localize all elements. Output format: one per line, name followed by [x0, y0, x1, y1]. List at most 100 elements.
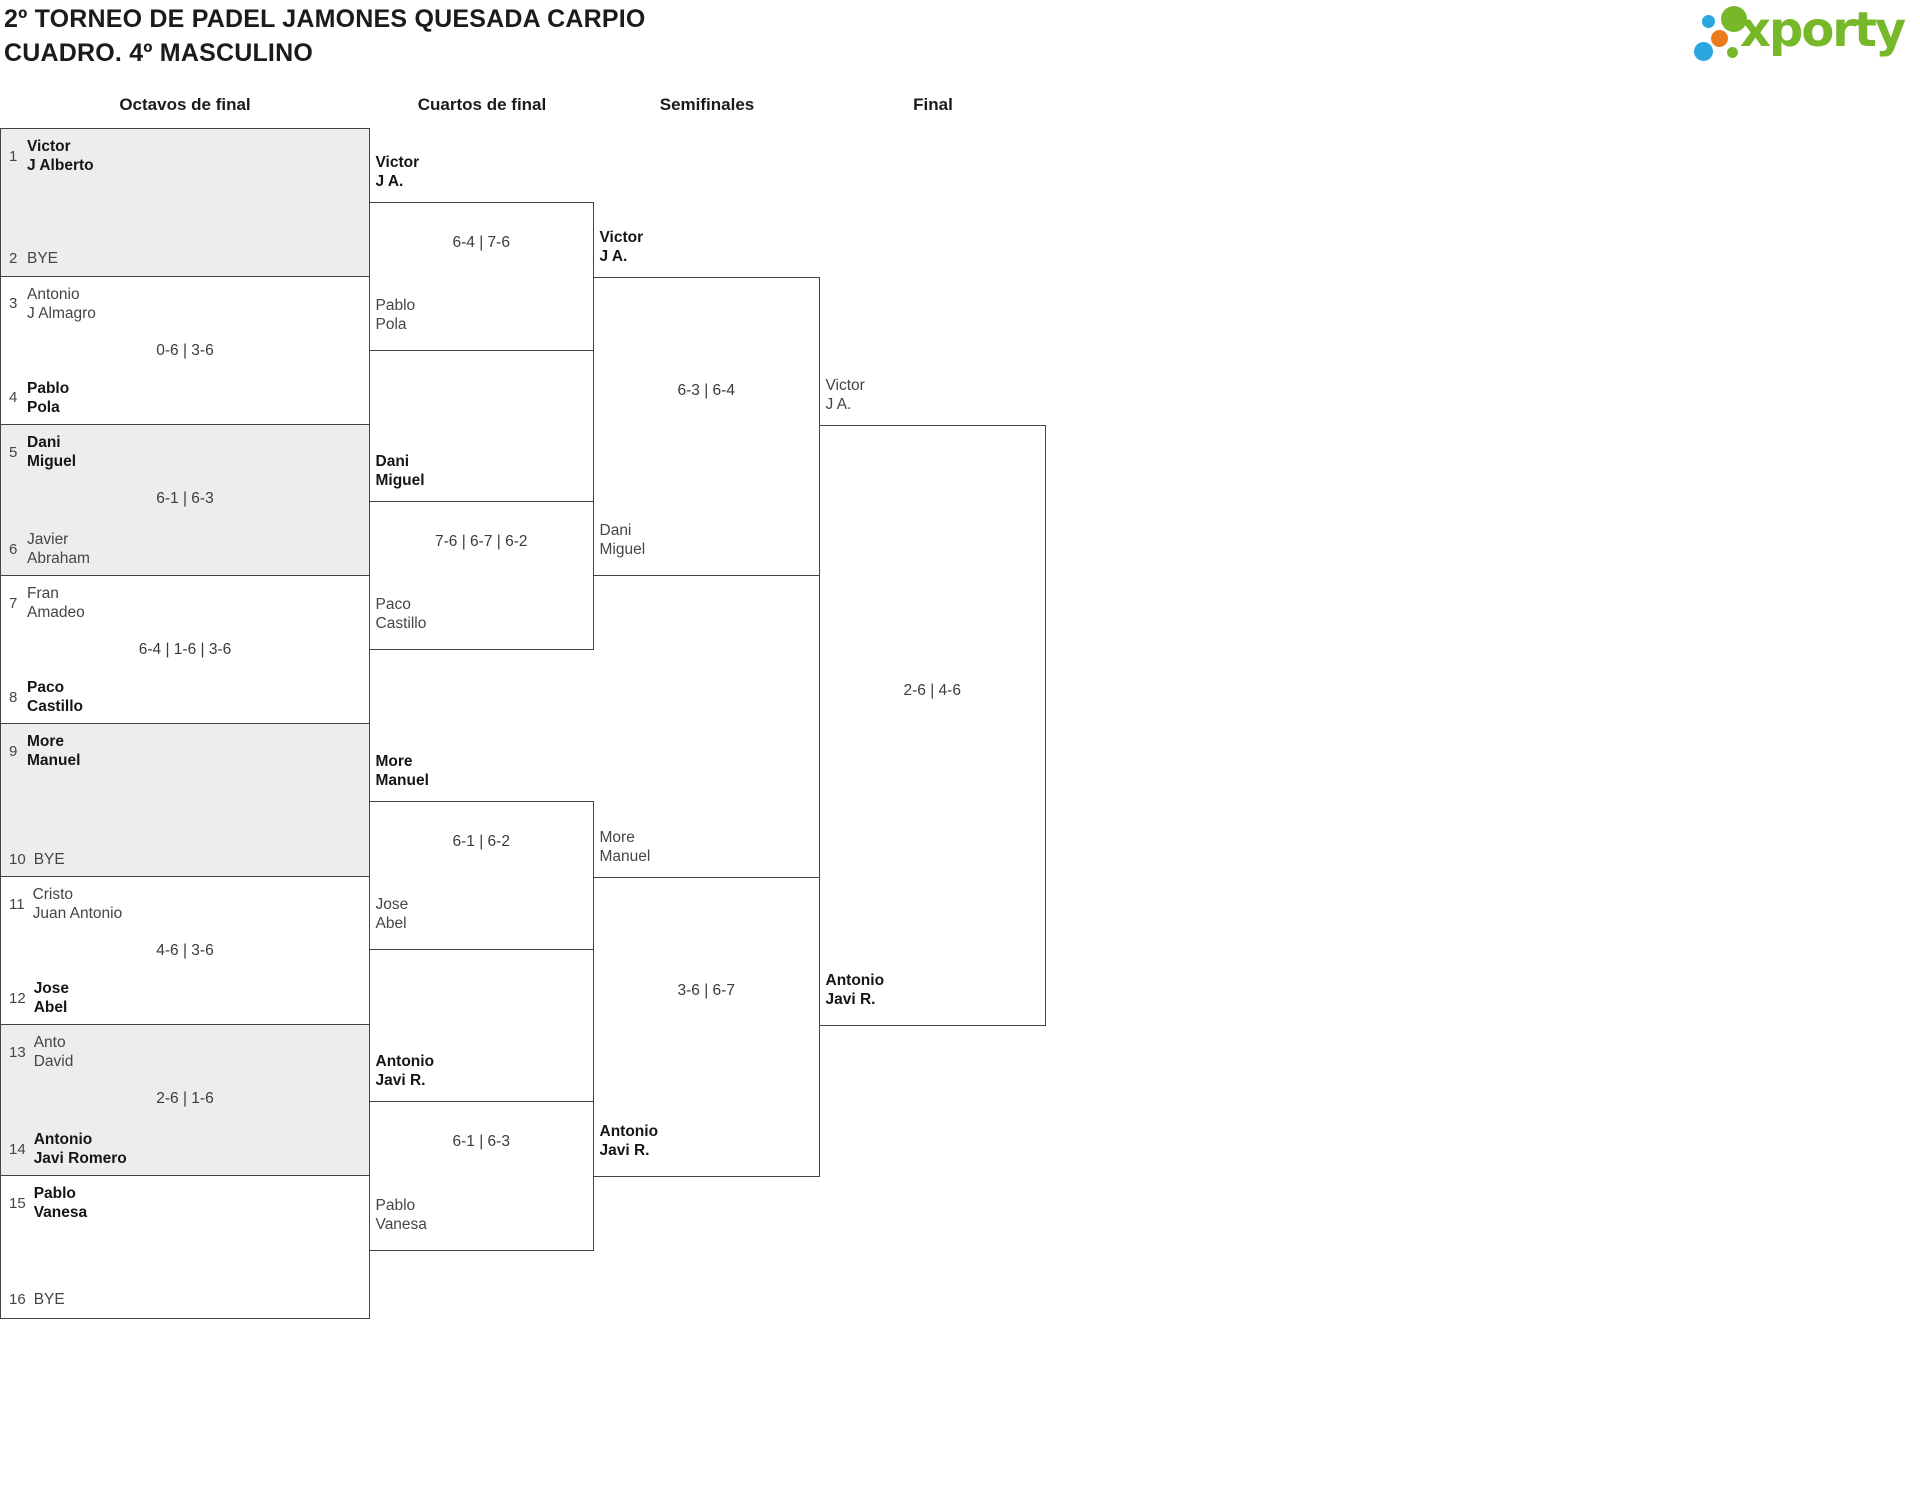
- seed-number: 16: [9, 1291, 26, 1308]
- logo-dot-green-small-icon: [1727, 47, 1738, 58]
- match-score: 6-4 | 7-6: [452, 234, 510, 251]
- team-slot: 2 BYE: [9, 249, 58, 268]
- team-name: BYE: [27, 250, 59, 267]
- seed-number: 1: [9, 147, 18, 165]
- seed-number: 3: [9, 295, 18, 312]
- seed-number: 5: [9, 443, 18, 461]
- xporty-logo: xporty: [1690, 0, 1920, 78]
- match-score: 0-6 | 3-6: [156, 341, 214, 359]
- logo-dot-blue-large-icon: [1694, 42, 1713, 61]
- tournament-title: 2º TORNEO DE PADEL JAMONES QUESADA CARPI…: [4, 2, 646, 70]
- round-header-octavos: Octavos de final: [119, 95, 251, 114]
- tournament-title-line1: 2º TORNEO DE PADEL JAMONES QUESADA CARPI…: [4, 5, 646, 33]
- match-score: 4-6 | 3-6: [156, 942, 214, 959]
- seed-number: 6: [9, 540, 18, 558]
- seed-number: 8: [9, 688, 18, 706]
- team-slot: 10 BYE: [9, 850, 65, 869]
- logo-dot-green-large-icon: [1721, 6, 1747, 32]
- team-slot: 16 BYE: [9, 1290, 65, 1309]
- round-header-final: Final: [913, 95, 953, 114]
- logo-dot-blue-small-icon: [1702, 15, 1715, 28]
- seed-number: 4: [9, 389, 18, 406]
- match-score: 6-1 | 6-2: [452, 833, 510, 850]
- match-score: 6-4 | 1-6 | 3-6: [138, 641, 232, 658]
- round-header-cuartos: Cuartos de final: [417, 95, 547, 114]
- round-header-semifinales: Semifinales: [659, 95, 755, 114]
- match-score: 6-1 | 6-3: [452, 1133, 510, 1150]
- tournament-title-line2: CUADRO. 4º MASCULINO: [4, 39, 313, 67]
- xporty-logo-text: xporty: [1740, 2, 1906, 58]
- seed-number: 13: [9, 1043, 26, 1061]
- seed-number: 14: [9, 1140, 26, 1158]
- match-score: 6-1 | 6-3: [156, 490, 214, 507]
- match-score: 7-6 | 6-7 | 6-2: [435, 533, 528, 550]
- match-score: 3-6 | 6-7: [677, 981, 735, 999]
- logo-dot-orange-icon: [1711, 30, 1728, 47]
- seed-number: 10: [9, 851, 26, 868]
- seed-number: 12: [9, 989, 26, 1007]
- match-score: 2-6 | 4-6: [903, 682, 961, 699]
- team-name: BYE: [33, 1291, 65, 1308]
- team-name: BYE: [33, 851, 65, 868]
- seed-number: 11: [9, 895, 25, 913]
- match-score: 6-3 | 6-4: [677, 381, 735, 399]
- match-score: 2-6 | 1-6: [156, 1090, 214, 1107]
- seed-number: 7: [9, 594, 18, 612]
- seed-number: 15: [9, 1194, 26, 1212]
